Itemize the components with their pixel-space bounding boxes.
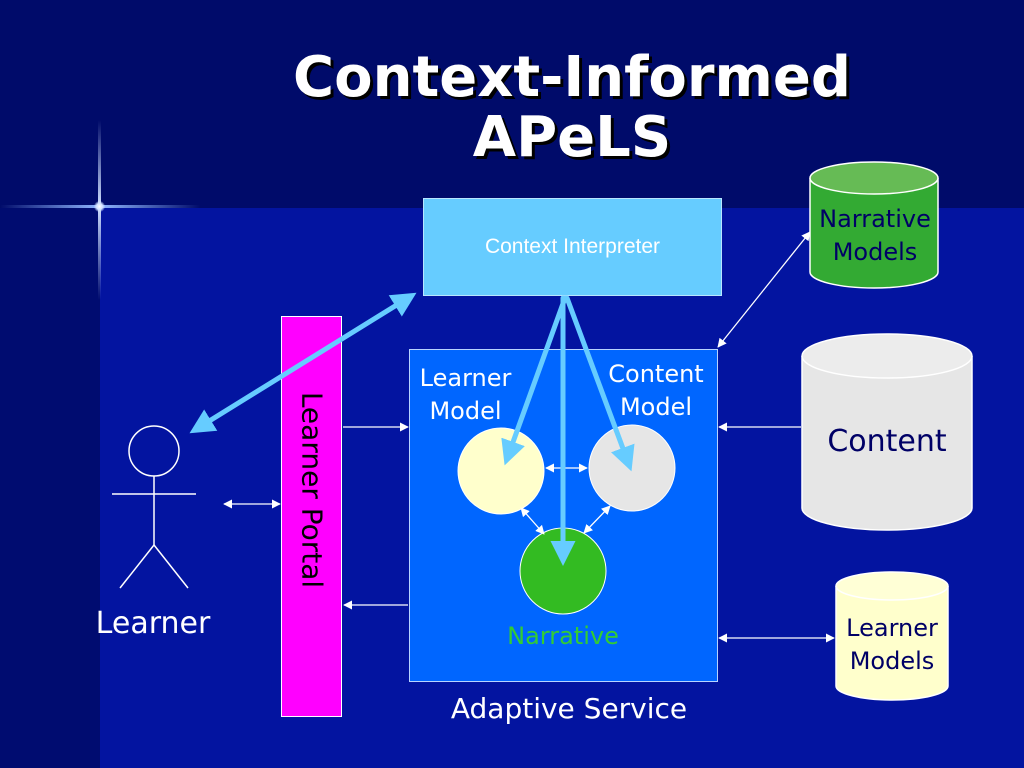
slide-title: Context-Informed APeLS <box>293 45 851 170</box>
content-model-node <box>588 424 676 512</box>
background-left <box>0 208 100 768</box>
adaptive-service-label: Adaptive Service <box>450 692 688 725</box>
arrow-context-learner-model <box>501 295 568 466</box>
learner-model-node <box>457 427 545 515</box>
learner-models-database <box>835 571 949 701</box>
learner-label: Learner <box>95 606 211 641</box>
content-label: Content <box>827 424 947 459</box>
learner-figure <box>112 425 196 589</box>
arrow-content-narrative <box>583 505 611 534</box>
content-database <box>801 333 973 531</box>
learner-model-label: Learner Model <box>419 364 512 425</box>
light-flare-center <box>94 201 105 212</box>
arrow-context-content-model <box>564 295 635 472</box>
arrow-context-learner <box>189 292 417 434</box>
narrative-label: Narrative <box>507 622 619 650</box>
content-model-label: Content Model <box>608 360 704 421</box>
narrative-models-database <box>809 161 939 289</box>
context-interpreter-box: Context Interpreter <box>423 198 722 296</box>
arrow-learner-narrative <box>520 507 545 535</box>
narrative-models-label: Narrative Models <box>819 205 931 266</box>
learner-models-label: Learner Models <box>846 614 938 675</box>
context-arrows <box>189 292 635 566</box>
arrow-narrative-models <box>717 231 811 348</box>
